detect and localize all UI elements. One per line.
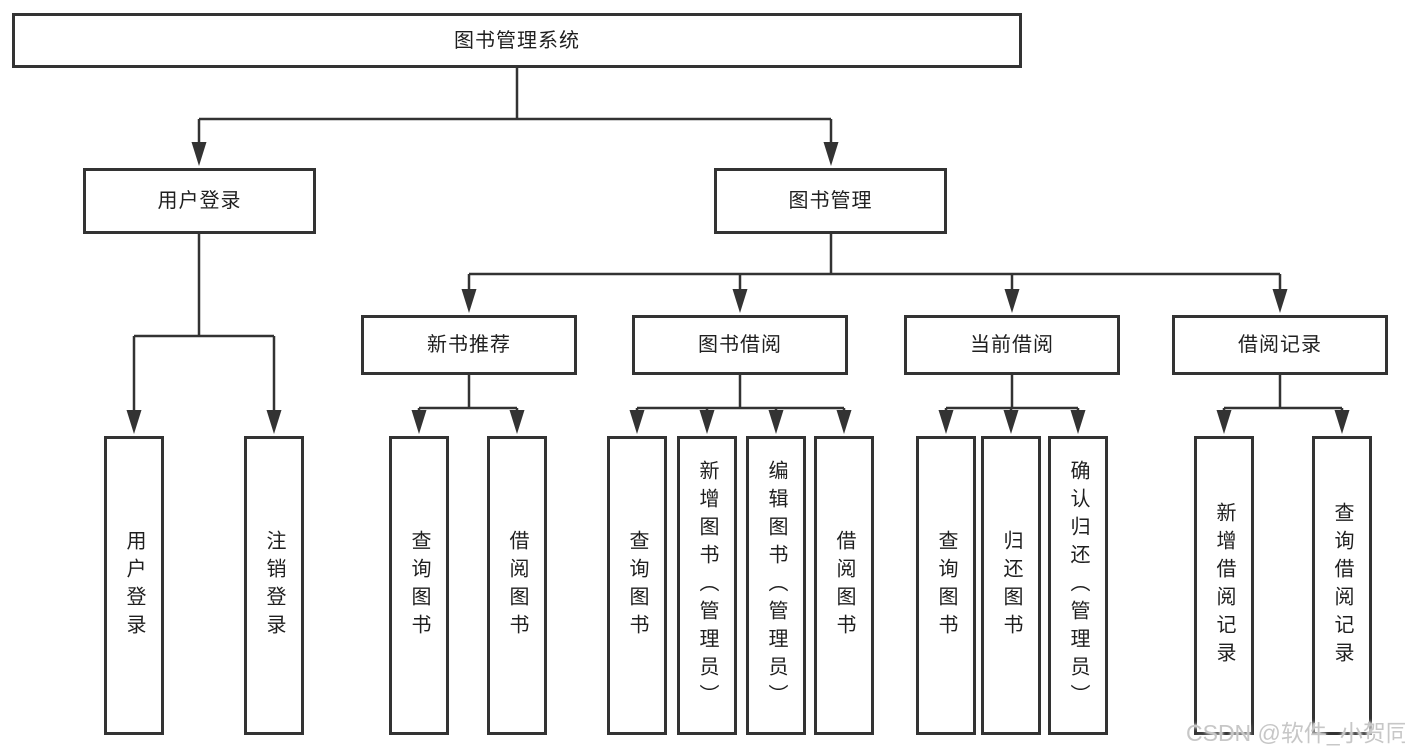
arrowhead-icon (629, 410, 645, 434)
leaf-borrow-books-2: 借阅图书 (814, 436, 874, 735)
arrowhead-icon (1070, 410, 1086, 434)
leaf-user-login: 用户登录 (104, 436, 164, 735)
arrowhead-icon (1334, 410, 1350, 434)
node-root-library-system: 图书管理系统 (12, 13, 1022, 68)
node-new-book-recommend: 新书推荐 (361, 315, 577, 375)
arrowhead-icon (699, 410, 715, 434)
node-book-borrowing: 图书借阅 (632, 315, 848, 375)
node-current-borrowing: 当前借阅 (904, 315, 1120, 375)
leaf-confirm-return-admin: 确认归还（管理员） (1048, 436, 1108, 735)
leaf-borrow-books-1: 借阅图书 (487, 436, 547, 735)
arrowhead-icon (411, 410, 427, 434)
leaf-logout: 注销登录 (244, 436, 304, 735)
arrowhead-icon (509, 410, 525, 434)
arrowhead-icon (732, 289, 748, 313)
leaf-query-books-3: 查询图书 (916, 436, 976, 735)
arrowhead-icon (191, 142, 207, 166)
arrowhead-icon (1003, 410, 1019, 434)
arrowhead-icon (836, 410, 852, 434)
leaf-edit-books-admin: 编辑图书（管理员） (746, 436, 806, 735)
node-book-management: 图书管理 (714, 168, 947, 234)
node-user-login: 用户登录 (83, 168, 316, 234)
csdn-watermark: CSDN @软件_小贺同学 (1186, 720, 1405, 746)
leaf-query-books-1: 查询图书 (389, 436, 449, 735)
arrowhead-icon (1216, 410, 1232, 434)
arrowhead-icon (266, 410, 282, 434)
leaf-query-borrow-record: 查询借阅记录 (1312, 436, 1372, 735)
leaf-query-books-2: 查询图书 (607, 436, 667, 735)
arrowhead-icon (938, 410, 954, 434)
arrowhead-icon (126, 410, 142, 434)
node-borrowing-records: 借阅记录 (1172, 315, 1388, 375)
leaf-add-borrow-record: 新增借阅记录 (1194, 436, 1254, 735)
arrowhead-icon (1004, 289, 1020, 313)
arrowhead-icon (768, 410, 784, 434)
leaf-add-books-admin: 新增图书（管理员） (677, 436, 737, 735)
arrowhead-icon (1272, 289, 1288, 313)
arrowhead-icon (461, 289, 477, 313)
leaf-return-books: 归还图书 (981, 436, 1041, 735)
arrowhead-icon (823, 142, 839, 166)
